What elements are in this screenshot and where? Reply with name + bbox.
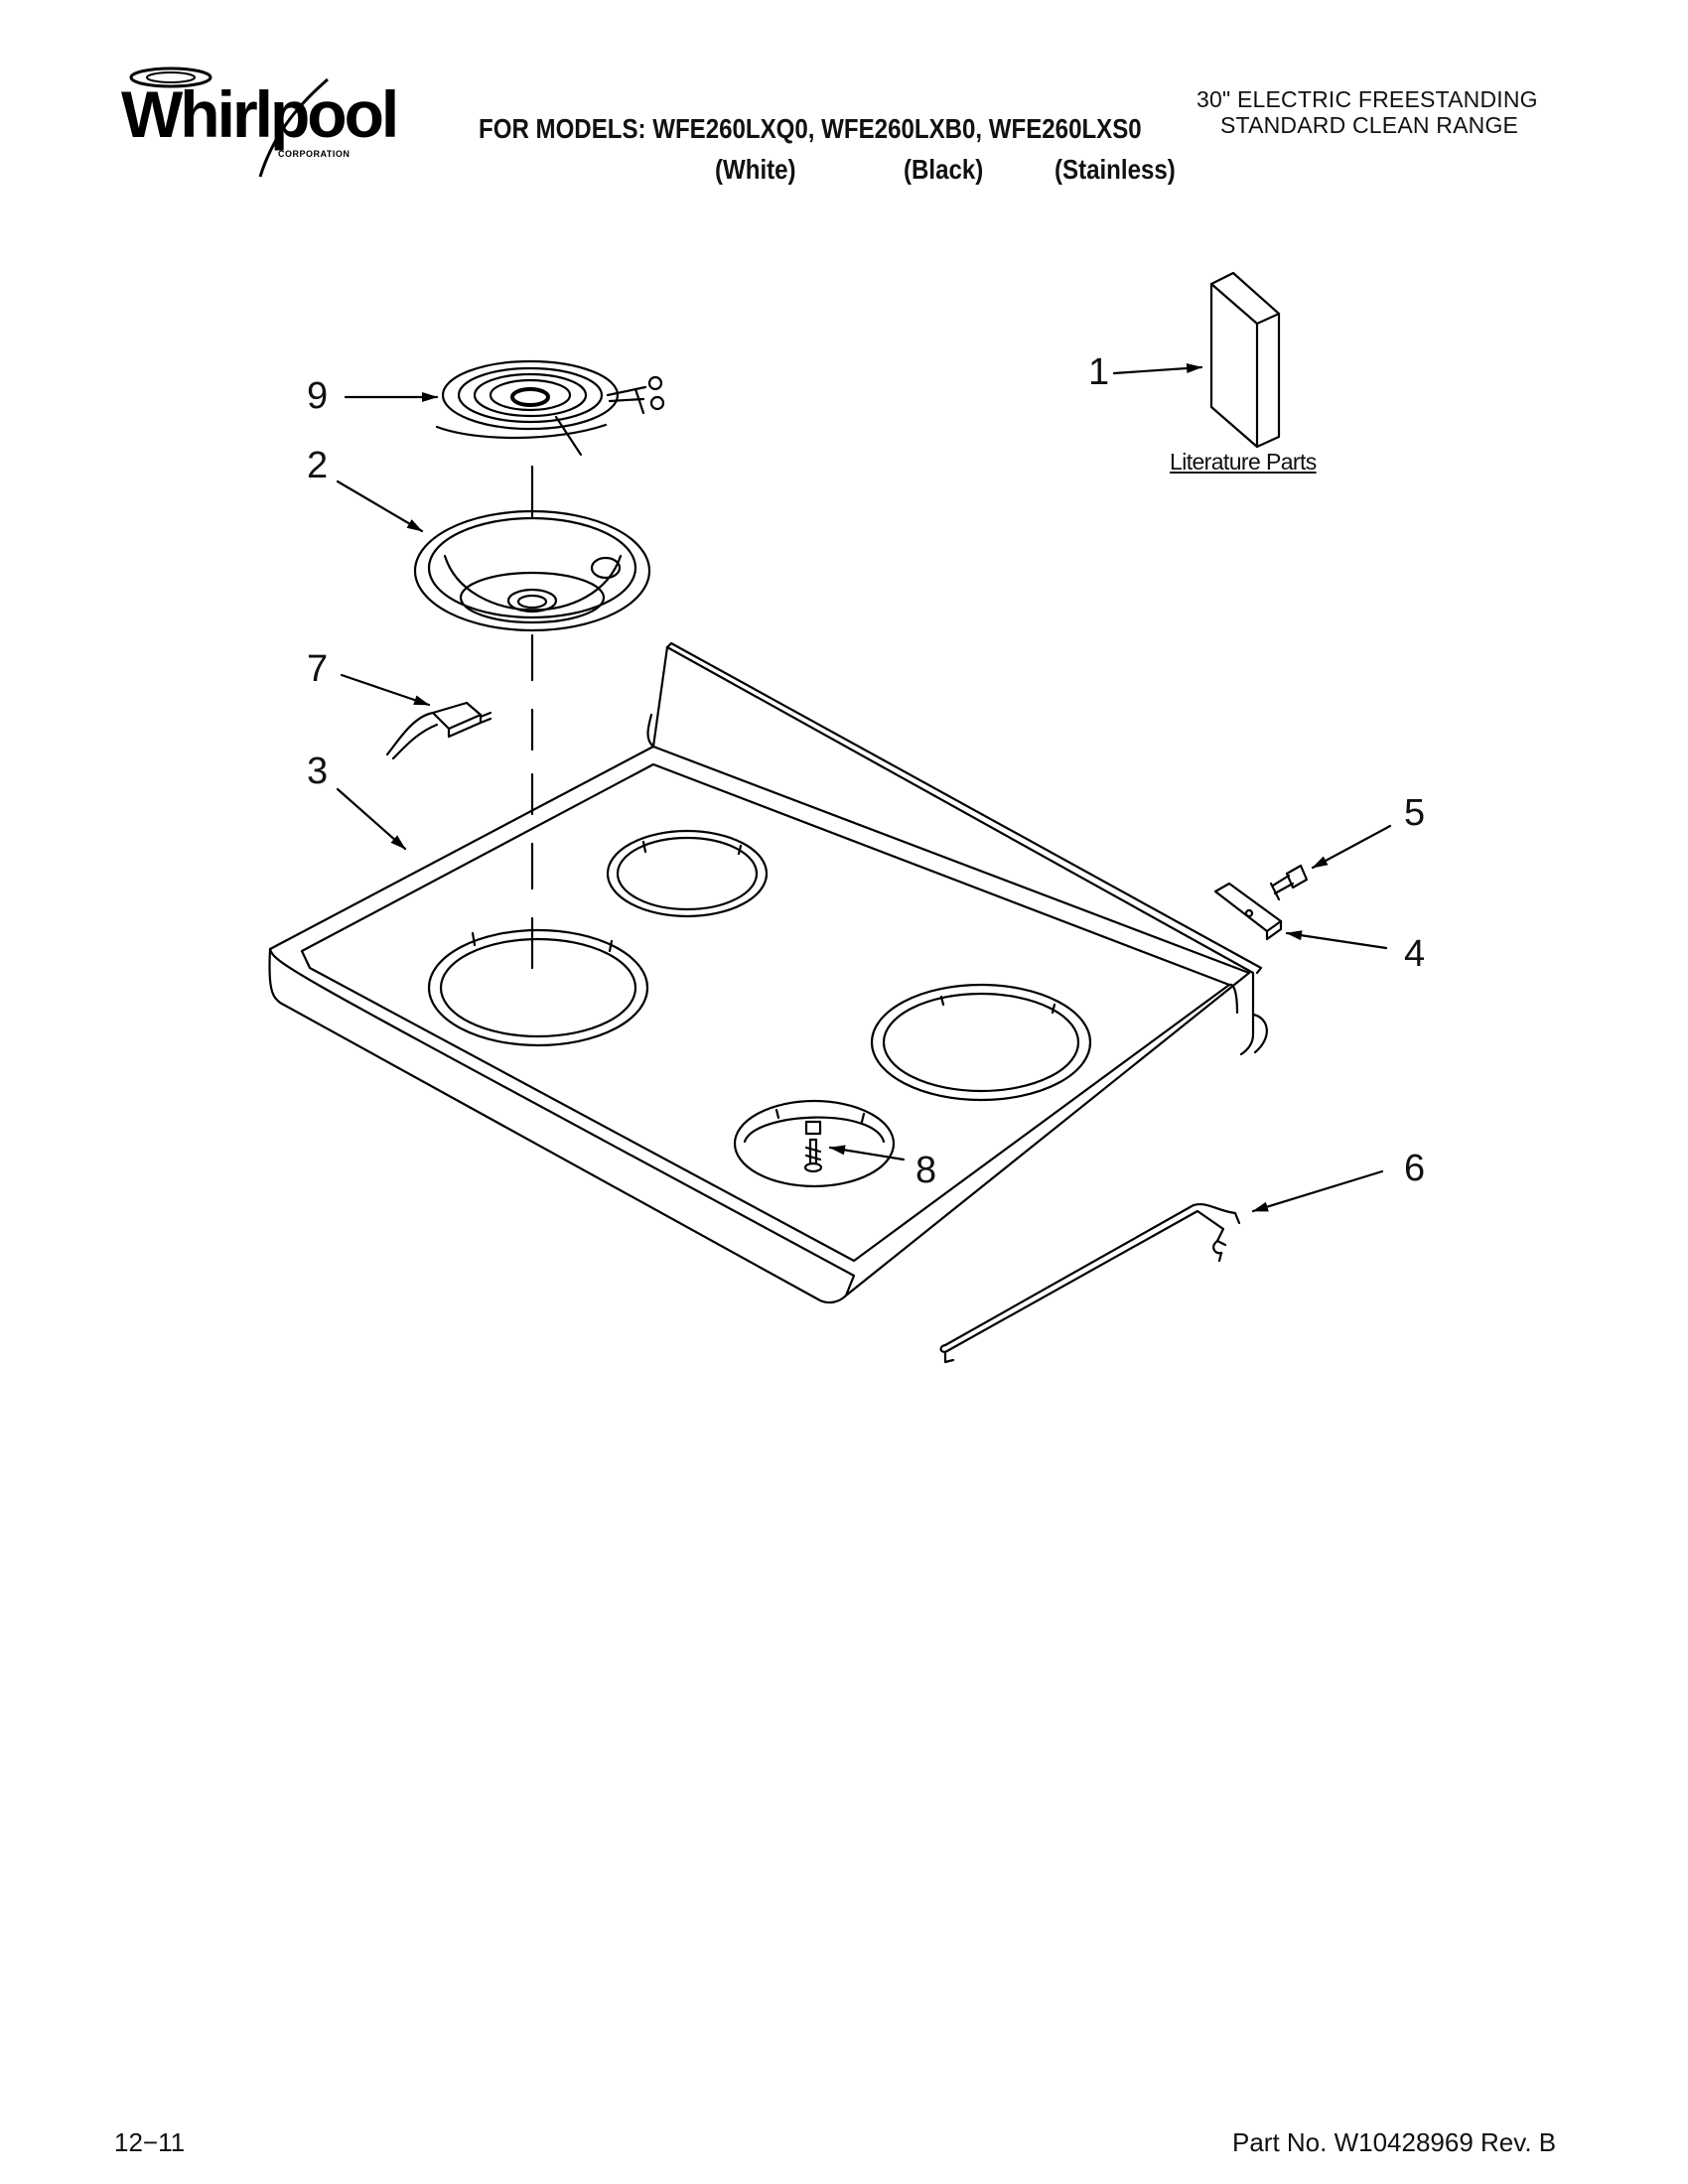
callout-7: 7 xyxy=(307,648,329,690)
callout-9: 9 xyxy=(307,375,329,417)
part-number: Part No. W10428969 Rev. B xyxy=(1232,2127,1557,2157)
bracket-screw xyxy=(1269,864,1309,901)
callout-8: 8 xyxy=(915,1150,937,1191)
date-code: 12−11 xyxy=(114,2127,186,2157)
models-title: FOR MODELS: WFE260LXQ0, WFE260LXB0, WFE2… xyxy=(479,113,1142,144)
latch-bracket xyxy=(1213,882,1283,941)
literature-parts-label: Literature Parts xyxy=(1170,449,1317,475)
variant-stainless: (Stainless) xyxy=(1055,154,1176,185)
logo-wordmark: Whirlpool xyxy=(121,77,399,151)
product-line-1: 30" ELECTRIC FREESTANDING xyxy=(1196,86,1538,112)
logo-swirl-icon xyxy=(129,67,329,178)
literature-booklet xyxy=(1209,271,1281,449)
hold-down-screw xyxy=(803,1120,823,1173)
callout-6: 6 xyxy=(1404,1148,1426,1189)
support-rod xyxy=(939,1203,1241,1364)
whirlpool-logo: Whirlpool CORPORATION xyxy=(111,60,399,179)
variant-black: (Black) xyxy=(904,154,984,185)
logo-corporation-text: CORPORATION xyxy=(278,149,351,159)
callout-3: 3 xyxy=(307,751,329,792)
callout-1: 1 xyxy=(1088,351,1110,393)
callout-4: 4 xyxy=(1404,933,1426,975)
callout-leaders xyxy=(336,363,1392,1213)
variant-white: (White) xyxy=(715,154,796,185)
drip-bowl xyxy=(413,509,651,632)
callout-5: 5 xyxy=(1404,792,1426,834)
terminal-block xyxy=(385,701,492,760)
product-line-2: STANDARD CLEAN RANGE xyxy=(1220,112,1519,138)
cooktop-main-top xyxy=(268,641,1268,1304)
surface-element-coil xyxy=(435,359,665,457)
callout-2: 2 xyxy=(307,445,329,486)
